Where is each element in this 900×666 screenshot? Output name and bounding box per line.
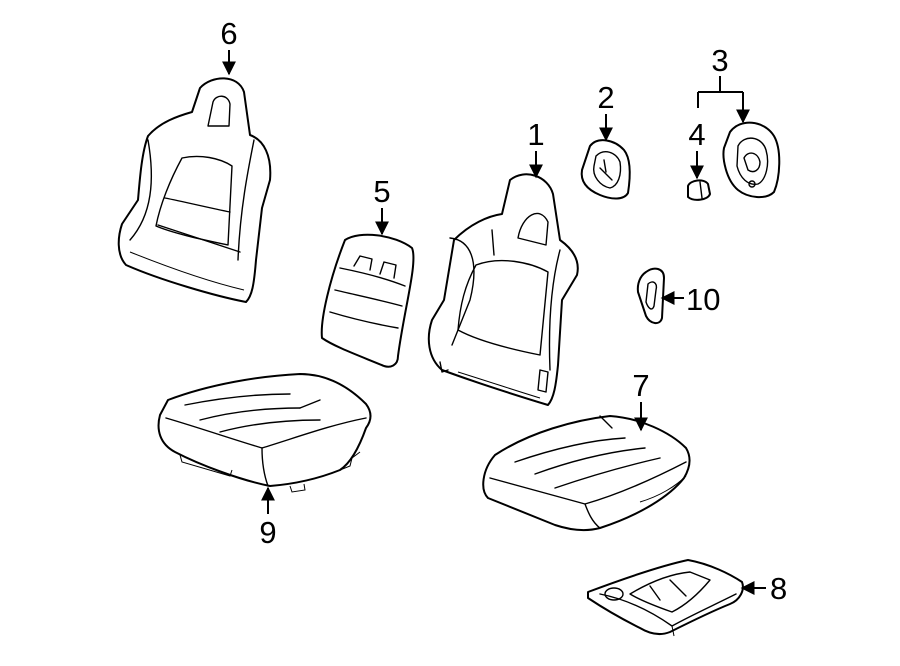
seat-back-assembly-part-1[interactable] xyxy=(427,173,579,406)
trim-piece-part-10[interactable] xyxy=(636,267,665,324)
callout-label-5: 5 xyxy=(373,174,390,209)
callout-label-7: 7 xyxy=(632,368,649,403)
callout-10: 10 xyxy=(660,282,720,317)
recliner-cover-part-3[interactable] xyxy=(722,121,781,198)
callout-label-4: 4 xyxy=(688,117,705,152)
knob-part-4[interactable] xyxy=(687,179,711,201)
seat-cushion-cover-part-7[interactable] xyxy=(482,415,691,532)
callout-2: 2 xyxy=(597,80,615,142)
seat-back-cover-part-6[interactable] xyxy=(117,77,272,303)
callout-6: 6 xyxy=(220,16,238,76)
callout-4: 4 xyxy=(688,117,706,180)
callout-label-10: 10 xyxy=(686,282,720,317)
callout-9: 9 xyxy=(259,486,277,550)
callout-label-1: 1 xyxy=(527,117,544,152)
callout-7: 7 xyxy=(632,368,650,432)
seat-back-panel-part-5[interactable] xyxy=(320,233,415,368)
callout-5: 5 xyxy=(373,174,391,236)
callout-8: 8 xyxy=(740,571,787,606)
callout-label-6: 6 xyxy=(220,16,237,51)
callout-label-3: 3 xyxy=(711,43,728,78)
callout-1: 1 xyxy=(527,117,545,179)
callout-label-9: 9 xyxy=(259,515,276,550)
seat-cushion-part-9[interactable] xyxy=(157,373,372,493)
callout-label-8: 8 xyxy=(770,571,787,606)
callout-label-2: 2 xyxy=(597,80,614,115)
callout-3: 3 xyxy=(697,43,750,124)
seat-pan-part-8[interactable] xyxy=(587,559,744,637)
trim-cover-part-2[interactable] xyxy=(580,139,631,200)
